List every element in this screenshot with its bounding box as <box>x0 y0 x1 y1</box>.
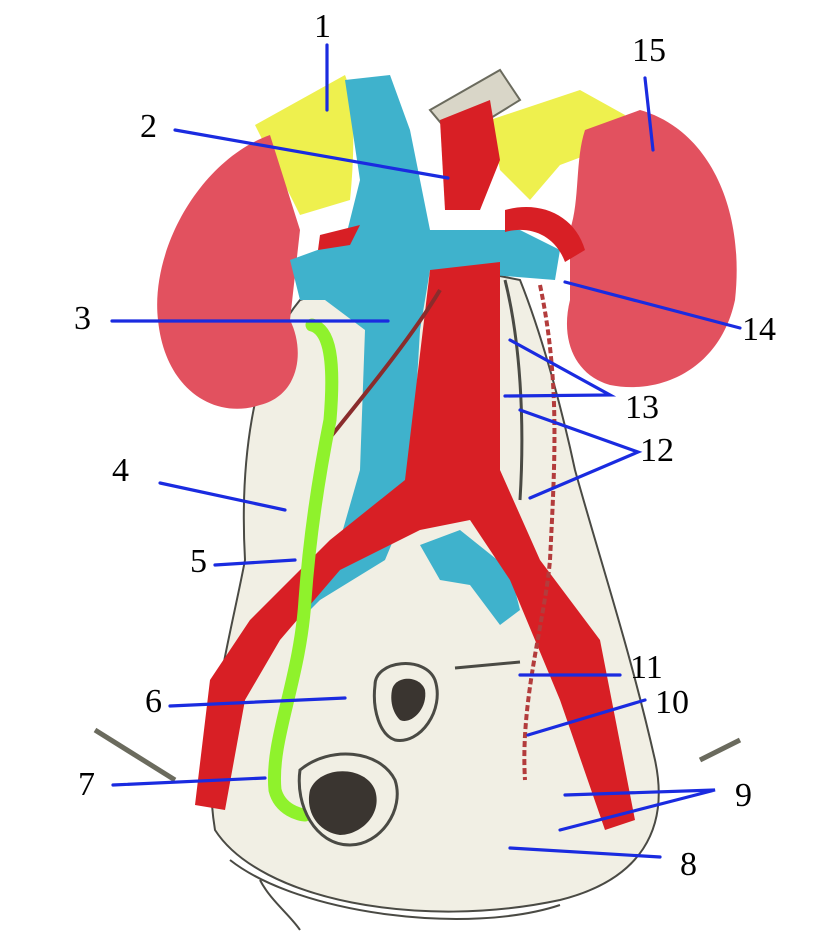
number-labels: 1 2 3 4 5 6 7 8 9 10 11 12 13 14 15 <box>74 8 776 883</box>
label-14: 14 <box>742 311 776 348</box>
label-7: 7 <box>78 766 95 803</box>
pelvic-organs <box>297 660 521 847</box>
label-2: 2 <box>140 108 157 145</box>
label-15: 15 <box>632 32 666 69</box>
kidneys <box>157 110 737 409</box>
leader-8 <box>508 846 662 859</box>
label-5: 5 <box>190 543 207 580</box>
leader-7 <box>111 776 267 787</box>
veins <box>290 75 560 625</box>
adrenal-glands <box>255 75 625 215</box>
leader-4 <box>158 481 287 512</box>
ureter <box>267 318 339 822</box>
label-8: 8 <box>680 846 697 883</box>
arteries <box>195 100 635 830</box>
leader-13 <box>503 338 617 398</box>
leader-5 <box>213 558 297 567</box>
leader-lines <box>110 43 742 859</box>
label-12: 12 <box>640 432 674 469</box>
label-10: 10 <box>655 684 689 721</box>
label-1: 1 <box>314 8 331 45</box>
leader-14 <box>563 280 742 330</box>
leader-9 <box>558 788 716 832</box>
leader-10 <box>526 698 647 737</box>
label-3: 3 <box>74 300 91 337</box>
leader-2 <box>173 128 450 180</box>
label-9: 9 <box>735 777 752 814</box>
label-4: 4 <box>112 452 129 489</box>
label-13: 13 <box>625 389 659 426</box>
label-6: 6 <box>145 683 162 720</box>
label-11: 11 <box>630 649 663 686</box>
leader-15 <box>643 76 655 152</box>
leader-12 <box>518 408 643 500</box>
leader-6 <box>168 696 347 708</box>
